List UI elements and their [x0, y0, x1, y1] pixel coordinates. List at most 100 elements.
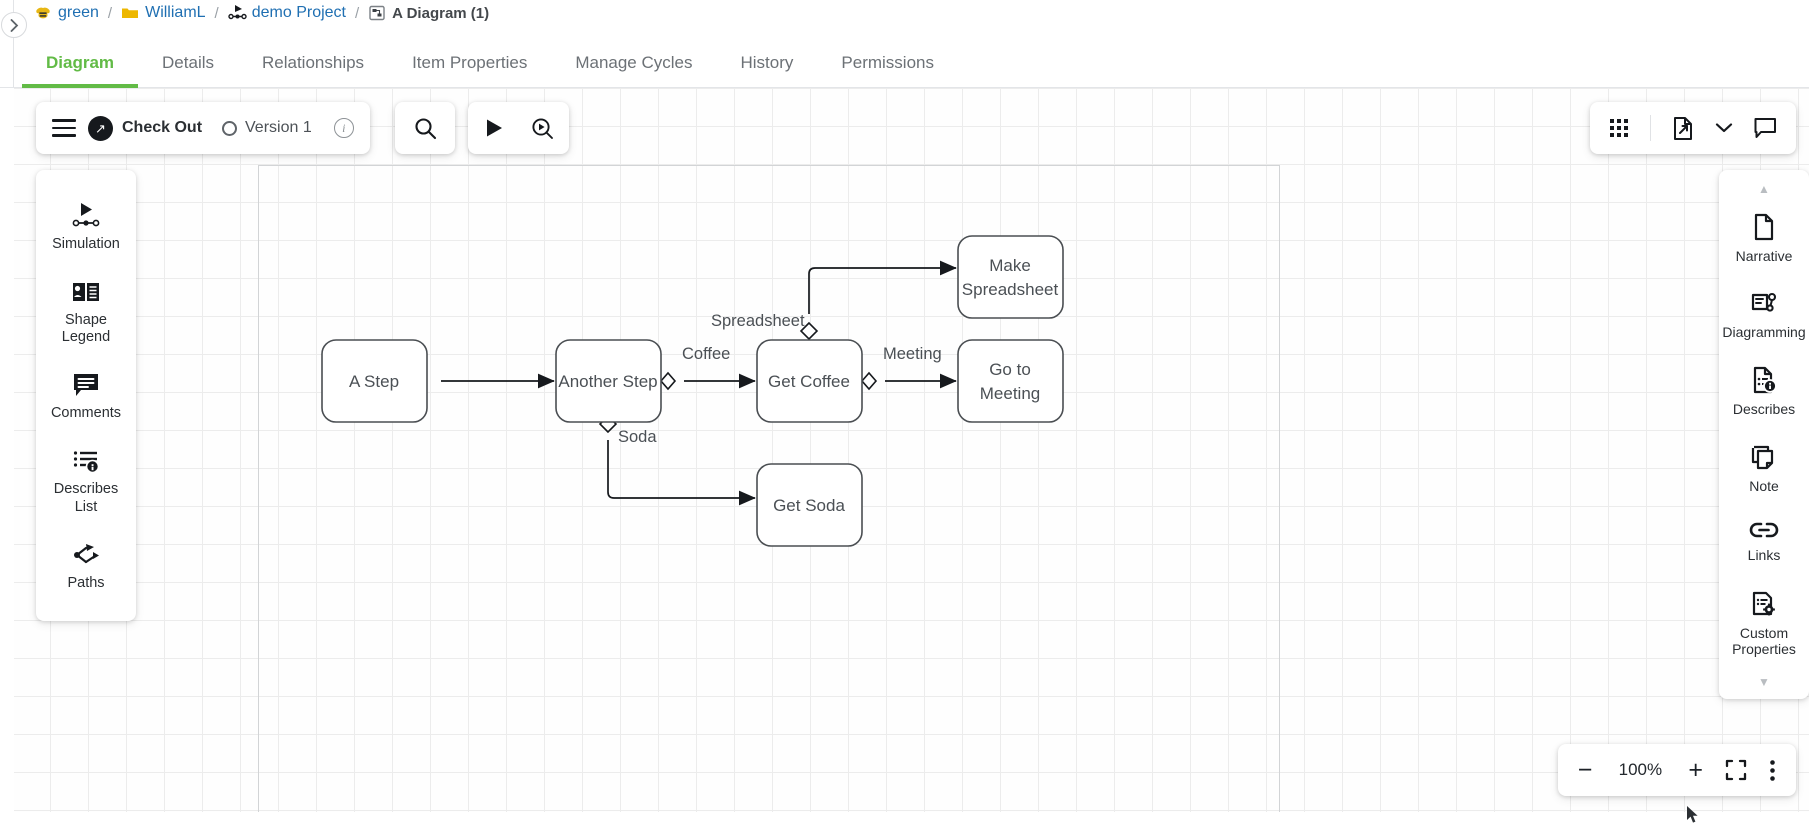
version-circle-icon	[222, 120, 238, 136]
node-go-to-meeting[interactable]: Go to Meeting	[957, 339, 1064, 423]
play-button[interactable]	[482, 116, 506, 140]
search-icon	[414, 117, 436, 139]
sidebar-item-paths[interactable]: Paths	[36, 529, 136, 605]
comments-bubble-icon	[74, 374, 98, 397]
right-panel-scroll-up[interactable]: ▲	[1758, 182, 1770, 196]
sidebar-expand-button[interactable]	[1, 12, 27, 38]
comments-button[interactable]	[1753, 116, 1778, 140]
sidebar-item-narrative[interactable]: Narrative	[1719, 200, 1809, 278]
tab-relationships[interactable]: Relationships	[262, 53, 365, 72]
left-rail-divider	[13, 0, 14, 88]
breadcrumb-item-williaml[interactable]: WilliamL	[121, 4, 206, 22]
main-toolbar: ↗ Check Out Version 1 i	[36, 102, 370, 154]
node-get-soda[interactable]: Get Soda	[756, 463, 863, 547]
sidebar-item-describes-list[interactable]: Describes List	[36, 435, 136, 528]
search-toolbar	[395, 102, 455, 154]
sidebar-item-describes[interactable]: Describes	[1719, 353, 1809, 431]
note-stack-icon	[1751, 445, 1774, 469]
sidebar-label-paths: Paths	[67, 574, 105, 591]
right-panel-scroll-down[interactable]: ▼	[1758, 674, 1770, 689]
sidebar-item-diagramming[interactable]: Diagramming	[1719, 278, 1809, 354]
edge-coffee[interactable]: Coffee	[659, 345, 756, 391]
edge-soda[interactable]: Soda	[598, 414, 756, 506]
sidebar-item-note[interactable]: Note	[1719, 431, 1809, 508]
left-tools-panel: Simulation Shape Legend	[36, 170, 136, 621]
tab-history[interactable]: History	[740, 53, 794, 72]
right-tools-panel: ▲ Narrative Diagramming	[1719, 170, 1809, 699]
sidebar-item-custom-properties[interactable]: Custom Properties	[1719, 577, 1809, 671]
checkout-arrow-icon: ↗	[88, 115, 113, 141]
zoom-in-button[interactable]: +	[1688, 755, 1703, 784]
tab-details[interactable]: Details	[162, 53, 214, 72]
document-export-icon	[1674, 116, 1692, 140]
version-selector[interactable]: Version 1	[222, 119, 312, 137]
export-document-button[interactable]	[1671, 116, 1695, 141]
link-chain-icon	[1749, 522, 1779, 538]
edge-label-coffee: Coffee	[682, 345, 730, 363]
edge-spreadsheet[interactable]: Spreadsheet	[711, 260, 957, 341]
diagramming-icon	[1751, 292, 1777, 312]
diagram-canvas[interactable]: Coffee Meeting Spreadsheet Soda A Step A…	[14, 88, 1809, 812]
node-label-make-spreadsheet-1: Make	[989, 256, 1031, 275]
shape-legend-book-icon	[73, 283, 99, 302]
edge-meeting[interactable]: Meeting	[860, 345, 957, 391]
sidebar-label-custom-properties: Custom Properties	[1732, 624, 1796, 658]
play-inspect-button[interactable]	[530, 116, 555, 141]
breadcrumb-link-williaml[interactable]: WilliamL	[145, 4, 206, 21]
edge-label-meeting: Meeting	[883, 345, 942, 363]
sidebar-item-comments[interactable]: Comments	[36, 359, 136, 435]
check-out-label: Check Out	[122, 119, 203, 136]
version-label: Version 1	[245, 119, 312, 136]
check-out-button[interactable]: ↗ Check Out	[88, 115, 203, 141]
breadcrumb-separator: /	[214, 4, 219, 22]
toolbar-divider	[1650, 115, 1651, 141]
node-a-step[interactable]: A Step	[321, 339, 428, 423]
sidebar-item-links[interactable]: Links	[1719, 507, 1809, 577]
diagram-svg: Coffee Meeting Spreadsheet Soda A Step A…	[321, 235, 1064, 547]
mouse-cursor	[1686, 805, 1700, 829]
breadcrumb-item-demo-project[interactable]: demo Project	[228, 4, 346, 22]
breadcrumb-separator: /	[107, 4, 113, 22]
breadcrumb-item-current: A Diagram (1)	[368, 4, 489, 22]
folder-icon	[121, 4, 139, 22]
sidebar-label-note: Note	[1749, 477, 1779, 494]
custom-properties-icon	[1752, 591, 1775, 615]
sidebar-label-diagramming: Diagramming	[1722, 323, 1806, 340]
tab-diagram[interactable]: Diagram	[22, 53, 139, 88]
hamburger-menu-button[interactable]	[52, 119, 76, 137]
node-make-spreadsheet[interactable]: Make Spreadsheet	[957, 235, 1064, 319]
node-another-step[interactable]: Another Step	[555, 339, 662, 423]
search-button[interactable]	[413, 116, 438, 141]
sidebar-label-links: Links	[1747, 547, 1781, 564]
chevron-right-icon	[10, 18, 18, 32]
breadcrumb-link-green[interactable]: green	[58, 4, 99, 21]
fit-screen-button[interactable]	[1725, 759, 1747, 781]
describes-document-icon	[1753, 366, 1777, 394]
tab-manage-cycles[interactable]: Manage Cycles	[575, 53, 693, 72]
sidebar-item-simulation[interactable]: Simulation	[36, 188, 136, 266]
page-boundary	[258, 165, 1280, 812]
run-toolbar	[468, 102, 569, 154]
paths-branch-icon	[74, 543, 99, 563]
breadcrumb-link-demo-project[interactable]: demo Project	[251, 4, 346, 21]
node-label-another-step: Another Step	[558, 372, 657, 391]
sidebar-label-comments: Comments	[50, 405, 122, 422]
play-icon	[487, 119, 502, 137]
node-label-make-spreadsheet-2: Spreadsheet	[962, 280, 1059, 299]
info-icon[interactable]: i	[333, 118, 354, 138]
tab-permissions[interactable]: Permissions	[841, 53, 934, 72]
tab-bar: Diagram Details Relationships Item Prope…	[0, 30, 1809, 88]
grid-apps-button[interactable]	[1608, 117, 1630, 139]
sidebar-label-describes: Describes	[1732, 401, 1796, 418]
chevron-down-icon	[1715, 123, 1733, 133]
tab-item-properties[interactable]: Item Properties	[412, 53, 528, 72]
sidebar-item-shape-legend[interactable]: Shape Legend	[36, 266, 136, 359]
breadcrumb-item-green[interactable]: green	[34, 4, 99, 22]
node-get-coffee[interactable]: Get Coffee	[756, 339, 863, 423]
grid-apps-icon	[1610, 119, 1628, 137]
more-options-button[interactable]	[1769, 759, 1776, 782]
node-label-get-coffee: Get Coffee	[768, 372, 850, 391]
zoom-out-button[interactable]: −	[1577, 755, 1593, 784]
top-right-toolbar	[1590, 102, 1796, 154]
export-options-button[interactable]	[1715, 122, 1733, 134]
